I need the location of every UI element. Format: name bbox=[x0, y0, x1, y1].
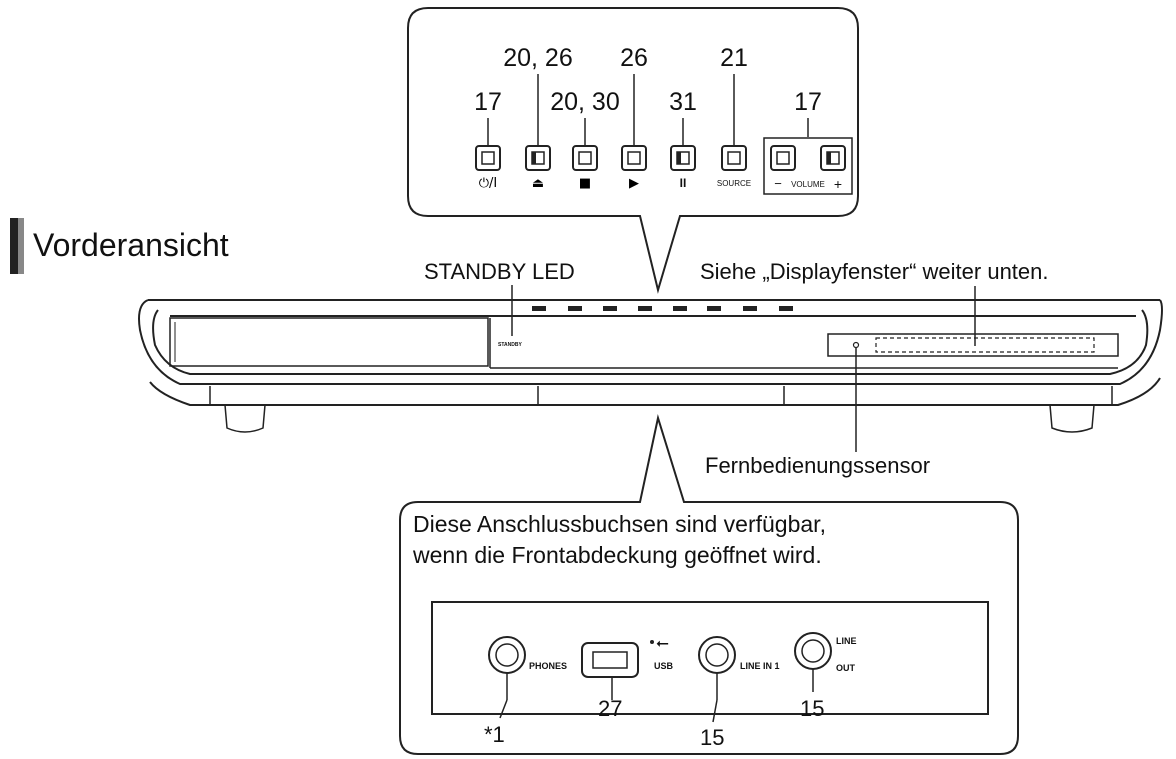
standby-print: STANDBY bbox=[498, 342, 522, 348]
stop-button-group: 20, 30 ■ bbox=[550, 88, 620, 191]
phones-port-group: PHONES *1 bbox=[484, 636, 567, 747]
remote-sensor bbox=[852, 341, 860, 349]
phones-ref: *1 bbox=[484, 722, 505, 747]
section-title: Vorderansicht bbox=[33, 227, 229, 263]
section-marker-bar-light bbox=[18, 218, 24, 274]
volume-plus: + bbox=[834, 176, 842, 192]
source-label: SOURCE bbox=[717, 179, 751, 188]
ports-heading-line1: Diese Anschlussbuchsen sind verfügbar, bbox=[413, 511, 826, 537]
line-out-port-group: LINE OUT 15 bbox=[794, 632, 857, 721]
eject-button-group: 20, 26 ⏏ bbox=[503, 44, 573, 191]
pause-icon: II bbox=[680, 176, 687, 190]
source-ref: 21 bbox=[720, 44, 748, 72]
source-button-group: 21 SOURCE bbox=[717, 44, 751, 188]
device-top-buttons bbox=[532, 306, 793, 311]
stop-ref: 20, 30 bbox=[550, 88, 620, 116]
volume-group: 17 − VOLUME + bbox=[763, 88, 853, 195]
remote-sensor-label: Fernbedienungssensor bbox=[705, 453, 930, 478]
volume-frame bbox=[763, 137, 853, 195]
device-body bbox=[138, 299, 1163, 433]
eject-icon: ⏏ bbox=[532, 176, 544, 191]
line-in-label: LINE IN 1 bbox=[740, 661, 780, 671]
standby-led-label: STANDBY LED bbox=[424, 259, 575, 284]
stop-icon: ■ bbox=[579, 176, 591, 191]
volume-minus: − bbox=[774, 176, 782, 191]
phones-label: PHONES bbox=[529, 661, 567, 671]
usb-icon: ⭠ bbox=[656, 635, 669, 652]
power-icon: ⏻/I bbox=[479, 176, 498, 191]
ports-heading-line2: wenn die Frontabdeckung geöffnet wird. bbox=[412, 542, 822, 568]
display-window-label: Siehe „Displayfenster“ weiter unten. bbox=[700, 259, 1049, 284]
usb-ref: 27 bbox=[598, 696, 622, 721]
play-button-group: 26 ▶ bbox=[620, 44, 648, 191]
line-out-ref: 15 bbox=[800, 696, 824, 721]
pause-button-group: 31 II bbox=[669, 88, 697, 190]
line-out-label-1: LINE bbox=[836, 636, 857, 646]
usb-port-group: ⭠ USB 27 bbox=[581, 635, 674, 721]
volume-ref: 17 bbox=[794, 88, 822, 116]
line-out-label-2: OUT bbox=[836, 663, 856, 673]
volume-label: VOLUME bbox=[791, 180, 825, 189]
play-icon: ▶ bbox=[629, 176, 639, 191]
usb-label: USB bbox=[654, 661, 674, 671]
power-ref: 17 bbox=[474, 88, 502, 116]
pause-ref: 31 bbox=[669, 88, 697, 116]
line-in-port-group: LINE IN 1 15 bbox=[698, 636, 780, 750]
line-in-ref: 15 bbox=[700, 725, 724, 750]
play-ref: 26 bbox=[620, 44, 648, 72]
power-button-group: 17 ⏻/I bbox=[474, 88, 502, 191]
section-marker-bar bbox=[10, 218, 18, 274]
eject-ref: 20, 26 bbox=[503, 44, 573, 72]
